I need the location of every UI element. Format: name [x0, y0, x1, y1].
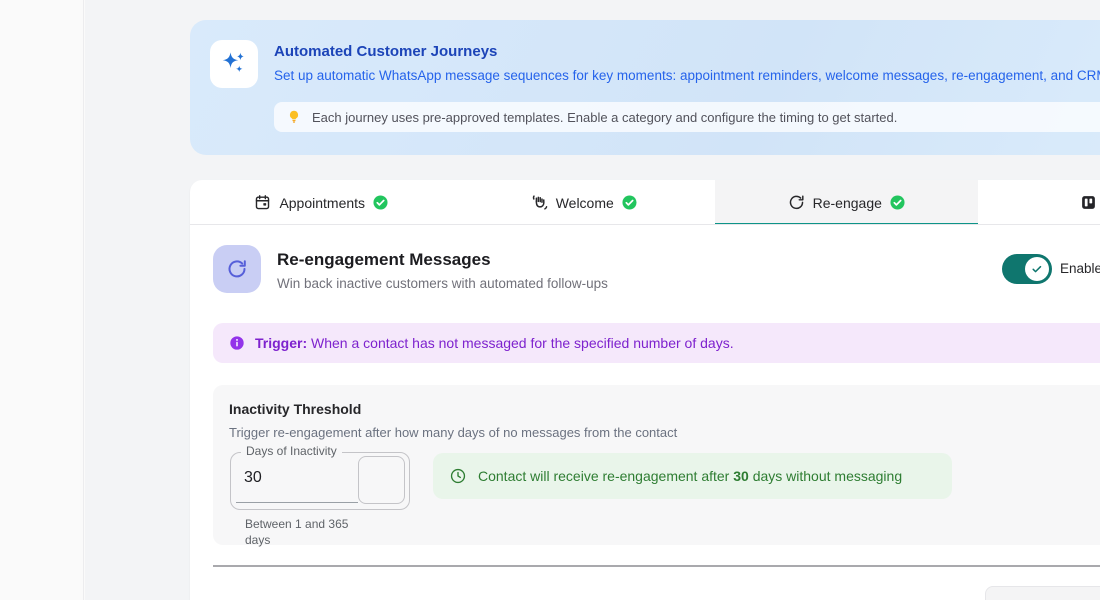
trigger-note: Trigger: When a contact has not messaged…	[213, 323, 1100, 363]
field-spinner-area[interactable]	[358, 456, 405, 504]
tab-welcome[interactable]: Welcome	[453, 180, 716, 224]
field-underline	[236, 502, 358, 503]
main-area: Automated Customer Journeys Set up autom…	[85, 0, 1100, 600]
lightbulb-icon	[286, 109, 302, 125]
tab-re-engage[interactable]: Re-engage	[715, 180, 978, 224]
tip-box: Each journey uses pre-approved templates…	[274, 102, 1100, 132]
section-title: Re-engagement Messages	[277, 250, 491, 269]
trigger-body: When a contact has not messaged for the …	[311, 335, 734, 351]
reengagement-summary-note: Contact will receive re-engagement after…	[433, 453, 952, 499]
tab-appointments[interactable]: Appointments	[190, 180, 453, 224]
panel-description: Trigger re-engagement after how many day…	[229, 425, 678, 440]
trigger-text: Trigger: When a contact has not messaged…	[255, 335, 734, 351]
journeys-banner: Automated Customer Journeys Set up autom…	[190, 20, 1100, 155]
panel-title: Inactivity Threshold	[229, 401, 362, 417]
section-divider	[213, 565, 1100, 567]
field-label: Days of Inactivity	[241, 444, 342, 458]
left-gutter	[0, 0, 84, 600]
summary-suffix: days without messaging	[748, 468, 903, 484]
tip-text: Each journey uses pre-approved templates…	[312, 109, 898, 125]
re-engage-refresh-icon	[213, 245, 261, 293]
enabled-check-icon	[622, 195, 637, 210]
info-icon	[229, 335, 245, 351]
summary-text: Contact will receive re-engagement after…	[478, 468, 902, 484]
save-button[interactable]	[985, 586, 1100, 600]
calendar-icon	[254, 194, 271, 211]
enabled-toggle[interactable]	[1002, 254, 1052, 284]
days-of-inactivity-field: Days of Inactivity	[230, 444, 410, 510]
toggle-knob	[1025, 257, 1049, 281]
banner-subtitle: Set up automatic WhatsApp message sequen…	[274, 68, 1100, 83]
clock-icon	[449, 467, 467, 485]
tab-label: Appointments	[279, 194, 366, 211]
wave-icon	[531, 194, 548, 211]
tab-label: Re-engage	[812, 194, 882, 211]
section-subtitle: Win back inactive customers with automat…	[277, 276, 608, 291]
tab-label: Welcome	[555, 194, 614, 211]
inactivity-threshold-panel: Inactivity Threshold Trigger re-engageme…	[213, 385, 1100, 548]
enabled-check-icon	[890, 195, 905, 210]
sparkles-icon	[210, 40, 258, 88]
refresh-icon	[788, 194, 805, 211]
field-helper-text: Between 1 and 365 days	[245, 517, 349, 548]
toggle-label: Enabled	[1060, 261, 1100, 276]
enabled-check-icon	[373, 195, 388, 210]
trigger-label: Trigger:	[255, 335, 308, 351]
journeys-card: Appointments Welcome	[190, 180, 1100, 600]
kanban-icon	[1080, 194, 1097, 211]
banner-title: Automated Customer Journeys	[274, 43, 498, 60]
tab-bar: Appointments Welcome	[190, 180, 1100, 225]
days-input[interactable]	[244, 469, 344, 487]
summary-days: 30	[733, 468, 749, 484]
tab-crm[interactable]: CRM	[978, 180, 1100, 224]
summary-prefix: Contact will receive re-engagement after	[478, 468, 734, 484]
